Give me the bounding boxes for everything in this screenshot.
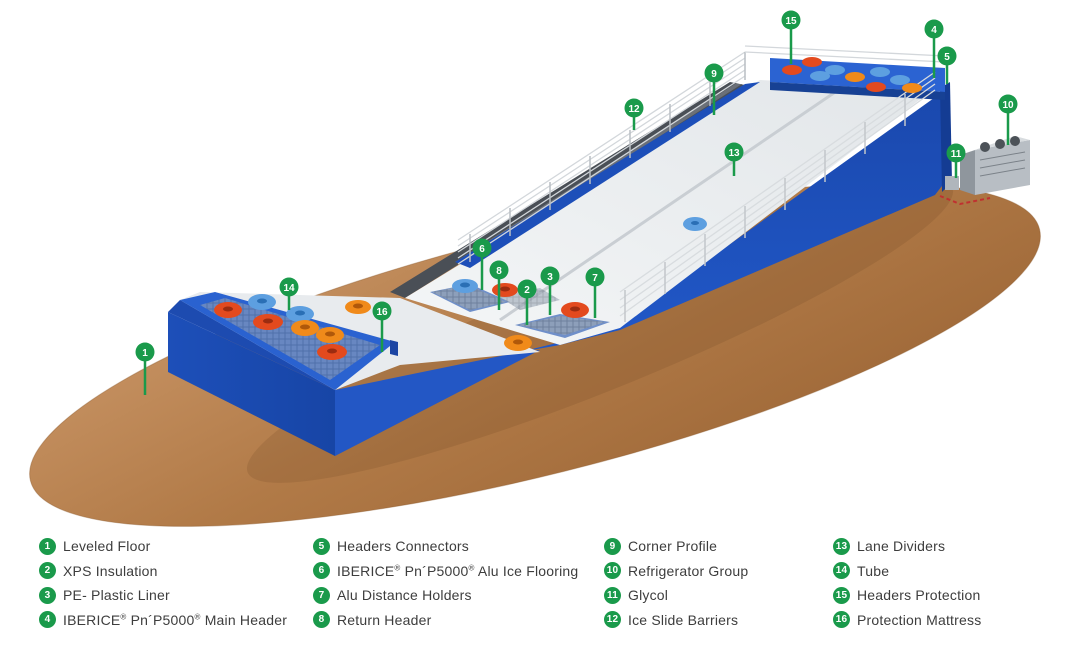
legend-column-4: 13 Lane Dividers 14 Tube 15 Headers Protect… [833, 534, 981, 632]
callout-11: 11 [946, 143, 966, 178]
legend-item: 1 Leveled Floor [39, 534, 287, 559]
svg-text:11: 11 [951, 149, 962, 160]
legend-number-badge: 1 [39, 537, 56, 555]
legend-label: PE- Plastic Liner [63, 587, 170, 604]
legend-number-badge: 10 [604, 562, 621, 580]
svg-text:2: 2 [524, 285, 530, 296]
legend-item: 4 IBERICE® Pn´P5000® Main Header [39, 608, 287, 633]
svg-text:14: 14 [283, 283, 295, 294]
svg-text:9: 9 [711, 69, 717, 80]
right-barrier [619, 71, 936, 317]
callout-12: 12 [624, 98, 644, 130]
legend-item: 6 IBERICE® Pn´P5000® Alu Ice Flooring [313, 559, 578, 584]
svg-text:10: 10 [1002, 100, 1014, 111]
base-block-front [168, 312, 335, 456]
svg-text:15: 15 [785, 16, 797, 27]
slide-left-wall [455, 82, 760, 268]
legend-item: 3 PE- Plastic Liner [39, 583, 287, 608]
legend-label: IBERICE® Pn´P5000® Alu Ice Flooring [337, 562, 579, 579]
callout-3: 3 [540, 266, 560, 315]
legend-number-badge: 2 [39, 562, 56, 580]
ice-slide-illustration: 1 2 3 4 5 6 7 8 9 10 11 12 13 14 15 16 [29, 10, 1041, 527]
legend-item: 2 XPS Insulation [39, 559, 287, 584]
refrigerator-unit [960, 136, 1030, 195]
legend-label: Ice Slide Barriers [628, 611, 739, 628]
legend-label: Alu Distance Holders [337, 587, 472, 604]
legend: 1 Leveled Floor 2 XPS Insulation 3 PE- Plas… [0, 534, 1065, 644]
left-barrier-posts [469, 52, 746, 262]
legend-number-badge: 8 [313, 611, 330, 629]
glycol-unit [939, 176, 991, 206]
legend-number-badge: 5 [313, 537, 330, 555]
legend-item: 13 Lane Dividers [833, 534, 981, 559]
legend-label: Tube [857, 562, 890, 579]
svg-text:7: 7 [592, 273, 598, 284]
legend-item: 11 Glycol [604, 583, 748, 608]
callout-7: 7 [585, 267, 605, 318]
legend-item: 12 Ice Slide Barriers [604, 608, 748, 633]
legend-label: Headers Protection [857, 587, 981, 604]
legend-item: 15 Headers Protection [833, 583, 981, 608]
legend-number-badge: 14 [833, 562, 850, 580]
legend-label: Lane Dividers [857, 538, 946, 555]
legend-number-badge: 12 [604, 611, 621, 629]
svg-text:12: 12 [628, 104, 640, 115]
svg-text:1: 1 [142, 348, 148, 359]
legend-label: Refrigerator Group [628, 562, 749, 579]
slide-right-wall [520, 88, 948, 352]
callout-8: 8 [489, 260, 509, 310]
legend-column-1: 1 Leveled Floor 2 XPS Insulation 3 PE- Plas… [39, 534, 287, 632]
svg-text:3: 3 [547, 272, 553, 283]
legend-number-badge: 3 [39, 586, 56, 604]
svg-text:13: 13 [728, 148, 740, 159]
tube-group [214, 57, 922, 360]
svg-text:8: 8 [496, 266, 502, 277]
legend-label: Leveled Floor [63, 538, 151, 555]
legend-label: Corner Profile [628, 538, 718, 555]
wood-floor [29, 183, 1041, 527]
callout-10: 10 [998, 94, 1018, 145]
legend-label: Headers Connectors [337, 538, 469, 555]
left-barrier [457, 51, 746, 265]
callouts: 1 2 3 4 5 6 7 8 9 10 11 12 13 14 15 16 [135, 10, 1018, 395]
legend-label: XPS Insulation [63, 562, 158, 579]
legend-number-badge: 15 [833, 586, 850, 604]
legend-label: Glycol [628, 587, 669, 604]
legend-item: 5 Headers Connectors [313, 534, 578, 559]
callout-9: 9 [704, 63, 724, 115]
svg-text:16: 16 [376, 307, 388, 318]
legend-item: 10 Refrigerator Group [604, 559, 748, 584]
legend-number-badge: 13 [833, 537, 850, 555]
legend-number-badge: 11 [604, 586, 621, 604]
legend-number-badge: 7 [313, 586, 330, 604]
legend-item: 9 Corner Profile [604, 534, 748, 559]
svg-text:5: 5 [944, 52, 950, 63]
legend-item: 16 Protection Mattress [833, 608, 981, 633]
svg-text:4: 4 [931, 25, 937, 36]
callout-16: 16 [372, 301, 392, 352]
slide-ice-surface [405, 80, 935, 345]
legend-item: 8 Return Header [313, 608, 578, 633]
legend-label: Return Header [337, 611, 432, 628]
callout-6: 6 [472, 238, 492, 290]
legend-column-3: 9 Corner Profile 10 Refrigerator Group 11 G… [604, 534, 748, 632]
callout-4: 4 [924, 19, 944, 78]
legend-number-badge: 4 [39, 611, 56, 629]
callout-5: 5 [937, 46, 957, 84]
legend-label: IBERICE® Pn´P5000® Main Header [63, 611, 288, 628]
legend-number-badge: 16 [833, 611, 850, 629]
legend-label: Protection Mattress [857, 611, 982, 628]
callout-1: 1 [135, 342, 155, 395]
legend-item: 7 Alu Distance Holders [313, 583, 578, 608]
svg-text:6: 6 [479, 244, 485, 255]
callout-14: 14 [279, 277, 299, 310]
legend-item: 14 Tube [833, 559, 981, 584]
legend-number-badge: 6 [313, 562, 330, 580]
legend-column-2: 5 Headers Connectors 6 IBERICE® Pn´P5000® … [313, 534, 578, 632]
legend-number-badge: 9 [604, 537, 621, 555]
callout-15: 15 [781, 10, 801, 64]
callout-13: 13 [724, 142, 744, 176]
callout-2: 2 [517, 279, 537, 325]
